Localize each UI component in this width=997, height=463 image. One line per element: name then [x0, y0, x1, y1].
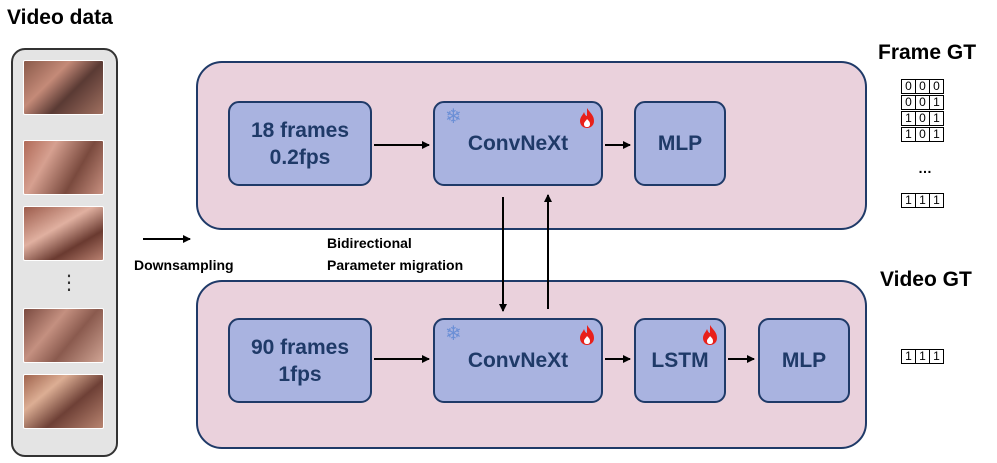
- gt-row: 1 0 1: [901, 111, 944, 126]
- frame-gt-last-row: 1 1 1: [901, 193, 944, 208]
- video-convnext-block: ❄ ConvNeXt: [433, 318, 603, 403]
- downsampling-label: Downsampling: [134, 257, 234, 273]
- video-temporal-label: LSTM: [651, 349, 709, 372]
- gt-cell: 0: [901, 79, 916, 94]
- gt-cell: 1: [929, 127, 944, 142]
- video-gt-title: Video GT: [880, 268, 972, 291]
- frame-input-count: 18 frames: [250, 118, 350, 142]
- video-thumbnail: [23, 60, 104, 115]
- gt-row: 1 1 1: [901, 349, 944, 364]
- frame-gt-ellipsis: …: [918, 160, 932, 176]
- video-input-count: 90 frames: [250, 335, 350, 359]
- frame-gt-title: Frame GT: [878, 41, 977, 64]
- gt-cell: 1: [929, 95, 944, 110]
- gt-cell: 1: [901, 349, 916, 364]
- gt-row: 1 0 1: [901, 127, 944, 142]
- gt-cell: 1: [901, 193, 916, 208]
- gt-row: 0 0 0: [901, 79, 944, 94]
- video-data-title: Video data: [7, 6, 113, 29]
- video-frame-strip: ⋮: [11, 48, 118, 457]
- frame-mlp-block: MLP: [634, 101, 726, 186]
- gt-cell: 1: [915, 193, 930, 208]
- fire-icon: [702, 324, 718, 353]
- video-head-label: MLP: [781, 349, 827, 372]
- gt-cell: 1: [915, 349, 930, 364]
- gt-row: 1 1 1: [901, 193, 944, 208]
- frame-head-label: MLP: [657, 132, 703, 155]
- video-thumbnail: [23, 206, 104, 261]
- gt-cell: 0: [901, 95, 916, 110]
- fire-icon: [579, 107, 595, 136]
- gt-cell: 0: [915, 79, 930, 94]
- frame-gt-matrix: 0 0 0 0 0 1 1 0 1 1 0 1: [901, 79, 944, 142]
- bidirectional-label: Bidirectional: [327, 235, 412, 251]
- parameter-migration-label: Parameter migration: [327, 257, 464, 273]
- video-lstm-block: LSTM: [634, 318, 726, 403]
- video-gt-row: 1 1 1: [901, 349, 944, 364]
- more-frames-ellipsis: ⋮: [59, 272, 79, 294]
- frame-input-rate: 0.2fps: [269, 145, 331, 169]
- frame-input-block: 18 frames 0.2fps: [228, 101, 372, 186]
- gt-cell: 1: [929, 193, 944, 208]
- gt-cell: 0: [915, 111, 930, 126]
- frame-backbone-label: ConvNeXt: [467, 132, 569, 155]
- video-backbone-label: ConvNeXt: [467, 349, 569, 372]
- video-thumbnail: [23, 374, 104, 429]
- gt-row: 0 0 1: [901, 95, 944, 110]
- gt-cell: 1: [929, 111, 944, 126]
- gt-cell: 1: [901, 111, 916, 126]
- snowflake-icon: ❄: [445, 323, 462, 345]
- video-thumbnail: [23, 140, 104, 195]
- video-mlp-block: MLP: [758, 318, 850, 403]
- frame-convnext-block: ❄ ConvNeXt: [433, 101, 603, 186]
- video-thumbnail: [23, 308, 104, 363]
- fire-icon: [579, 324, 595, 353]
- gt-cell: 1: [929, 349, 944, 364]
- gt-cell: 0: [915, 127, 930, 142]
- gt-cell: 1: [901, 127, 916, 142]
- gt-cell: 0: [929, 79, 944, 94]
- video-input-rate: 1fps: [278, 362, 322, 386]
- video-input-block: 90 frames 1fps: [228, 318, 372, 403]
- snowflake-icon: ❄: [445, 106, 462, 128]
- gt-cell: 0: [915, 95, 930, 110]
